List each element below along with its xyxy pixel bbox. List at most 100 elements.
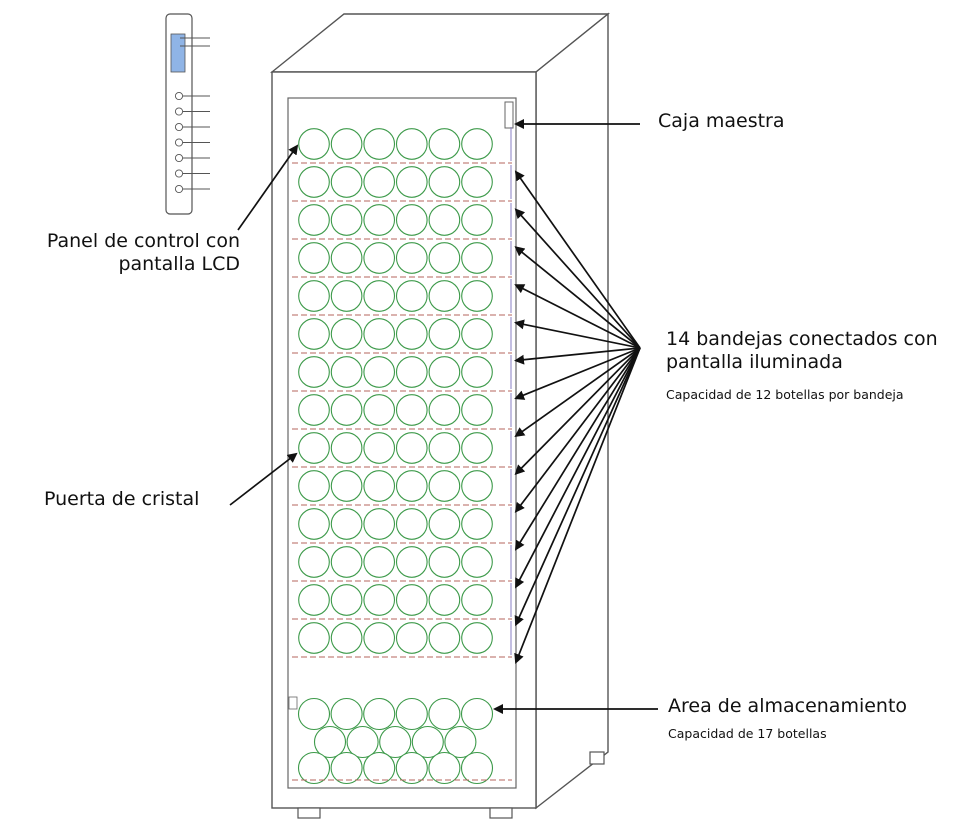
bottle-icon [298,432,330,464]
bottle-icon [461,128,493,160]
bottle-icon [395,546,428,578]
tray [292,317,512,354]
lcd-screen [170,33,186,73]
caja-maestra-label: Caja maestra [658,110,785,132]
tray [292,241,512,278]
bottle-icon [330,697,363,731]
bottle-icon [428,622,461,654]
bottle-icon [461,166,493,198]
tray-arrow [514,284,641,349]
bottle-icon [461,394,493,426]
bandejas-label-line2: pantalla iluminada [666,350,843,373]
bottle-icon [460,751,494,785]
control-buttons [174,91,184,194]
bottle-icon [363,166,396,198]
area-capacity-label: Capacidad de 17 botellas [668,726,827,741]
bottle-icon [395,432,428,464]
area-almacenamiento-label: Area de almacenamiento [668,695,908,717]
bottle-icon [330,584,363,616]
tray [292,507,512,544]
bottle-icon [395,318,428,350]
bottle-icon [461,470,493,502]
bottle-icon [298,242,330,274]
bandejas-label: 14 bandejas conectados con pantalla ilum… [666,328,938,374]
bottle-icon [330,470,363,502]
control-button-icon [174,184,184,194]
tray [292,279,512,316]
bottle-icon [461,508,493,540]
tray [292,431,512,468]
panel-label-line1: Panel de control con [46,230,240,252]
bottle-icon [363,318,396,350]
bottle-icon [428,166,461,198]
puerta-de-cristal-label: Puerta de cristal [44,488,200,510]
bottle-icon [395,697,428,731]
control-panel-inset [165,13,210,215]
foot-right [489,807,513,819]
bottle-icon [298,356,330,388]
bottle-icon [298,622,330,654]
bottle-icon [363,128,396,160]
bottle-icon [330,128,363,160]
caja-maestra-box [504,101,514,129]
bottle-icon [428,470,461,502]
storage-row [313,725,477,759]
bottle-icon [330,622,363,654]
tray-arrow [514,319,641,349]
bottle-icon [298,318,330,350]
bottle-icon [428,508,461,540]
bottle-icon [460,697,494,731]
bottle-icon [461,280,493,312]
puerta-arrow [229,452,298,506]
bottle-icon [428,242,461,274]
panel-de-control-label: Panel de control con pantalla LCD [4,230,240,276]
bottle-icon [461,432,493,464]
panel-label-line2: pantalla LCD [118,252,240,275]
annotation-arrows [229,119,658,714]
bottle-icon [428,584,461,616]
bottle-icon [461,546,493,578]
tray [292,469,512,506]
bottle-icon [298,394,330,426]
bottle-icon [298,508,330,540]
bottle-icon [428,318,461,350]
bottle-icon [363,508,396,540]
tray-arrow [514,347,641,551]
tray-arrow [514,347,641,664]
bottle-icon [444,725,477,759]
bottle-icon [330,394,363,426]
tray [292,621,512,658]
tray-arrow [514,170,641,349]
bottle-icon [461,204,493,236]
control-button-icon [174,91,184,101]
bottle-icon [363,697,396,731]
tray [292,355,512,392]
bottle-icon [298,546,330,578]
tray [292,127,512,164]
tray-arrow [514,347,641,476]
control-button-icon [174,138,184,147]
bottle-icon [395,204,428,236]
bottle-icon [461,356,493,388]
bottle-icon [428,280,461,312]
cabinet-side [535,12,609,810]
tray [292,165,512,202]
bottle-icon [298,584,330,616]
bottle-icon [297,751,331,785]
storage-row [297,751,494,785]
control-button-icon [174,153,184,163]
bottle-icon [330,546,363,578]
tray-arrow [514,347,641,438]
bottle-icon [363,432,396,464]
control-button-icon [174,107,184,116]
bandejas-capacity-label: Capacidad de 12 botellas por bandeja [666,387,904,402]
tray [292,203,512,240]
bottle-icon [379,725,412,759]
bottle-icon [363,280,396,312]
bottle-icon [395,622,428,654]
bottle-icon [330,318,363,350]
bandejas-label-line1: 14 bandejas conectados con [666,328,938,350]
tray [292,545,512,582]
bottle-icon [298,470,330,502]
